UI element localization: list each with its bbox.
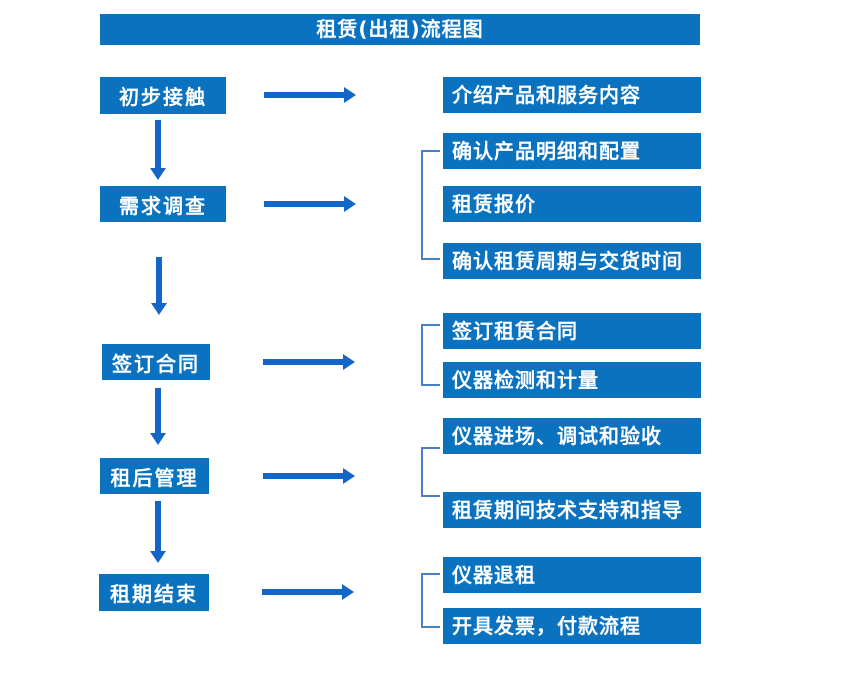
group-bracket — [421, 573, 440, 628]
arrow-shaft — [263, 473, 343, 479]
arrow-shaft — [155, 501, 161, 551]
arrow-shaft — [155, 388, 161, 433]
detail-box-instrument-testing: 仪器检测和计量 — [443, 362, 701, 398]
arrow-right-icon — [262, 584, 354, 600]
arrow-shaft — [262, 589, 342, 595]
stage-box-initial-contact: 初步接触 — [100, 77, 226, 114]
detail-box-instrument-setup-acceptance: 仪器进场、调试和验收 — [443, 418, 701, 454]
arrow-head — [150, 168, 166, 180]
arrow-head — [342, 584, 354, 600]
arrow-right-icon — [263, 354, 355, 370]
arrow-right-icon — [264, 87, 356, 103]
detail-box-sign-rental-contract: 签订租赁合同 — [443, 313, 701, 349]
arrow-shaft — [264, 201, 344, 207]
arrow-down-icon — [151, 257, 167, 315]
arrow-shaft — [156, 257, 162, 303]
detail-box-instrument-return: 仪器退租 — [443, 557, 701, 593]
arrow-head — [344, 87, 356, 103]
stage-box-rental-end: 租期结束 — [99, 574, 209, 611]
arrow-shaft — [264, 92, 344, 98]
arrow-shaft — [263, 359, 343, 365]
arrow-head — [343, 468, 355, 484]
arrow-head — [150, 433, 166, 445]
chart-title: 租赁(出租)流程图 — [100, 14, 700, 45]
group-bracket — [421, 324, 440, 386]
arrow-head — [344, 196, 356, 212]
detail-box-introduce-products: 介绍产品和服务内容 — [443, 77, 701, 113]
stage-box-needs-survey: 需求调查 — [100, 186, 226, 222]
stage-box-post-rental-management: 租后管理 — [100, 458, 209, 494]
arrow-shaft — [155, 120, 161, 168]
arrow-head — [150, 551, 166, 563]
arrow-down-icon — [150, 120, 166, 180]
detail-box-rental-quote: 租赁报价 — [443, 186, 701, 222]
detail-box-invoice-payment: 开具发票，付款流程 — [443, 608, 701, 644]
arrow-right-icon — [263, 468, 355, 484]
detail-box-confirm-period-delivery: 确认租赁周期与交货时间 — [443, 243, 701, 279]
arrow-head — [151, 303, 167, 315]
arrow-down-icon — [150, 388, 166, 445]
stage-box-sign-contract: 签订合同 — [102, 344, 210, 380]
detail-box-tech-support: 租赁期间技术支持和指导 — [443, 492, 701, 528]
group-bracket — [421, 447, 440, 497]
arrow-head — [343, 354, 355, 370]
arrow-right-icon — [264, 196, 356, 212]
group-bracket — [421, 150, 440, 260]
detail-box-confirm-product-config: 确认产品明细和配置 — [443, 133, 701, 169]
arrow-down-icon — [150, 501, 166, 563]
